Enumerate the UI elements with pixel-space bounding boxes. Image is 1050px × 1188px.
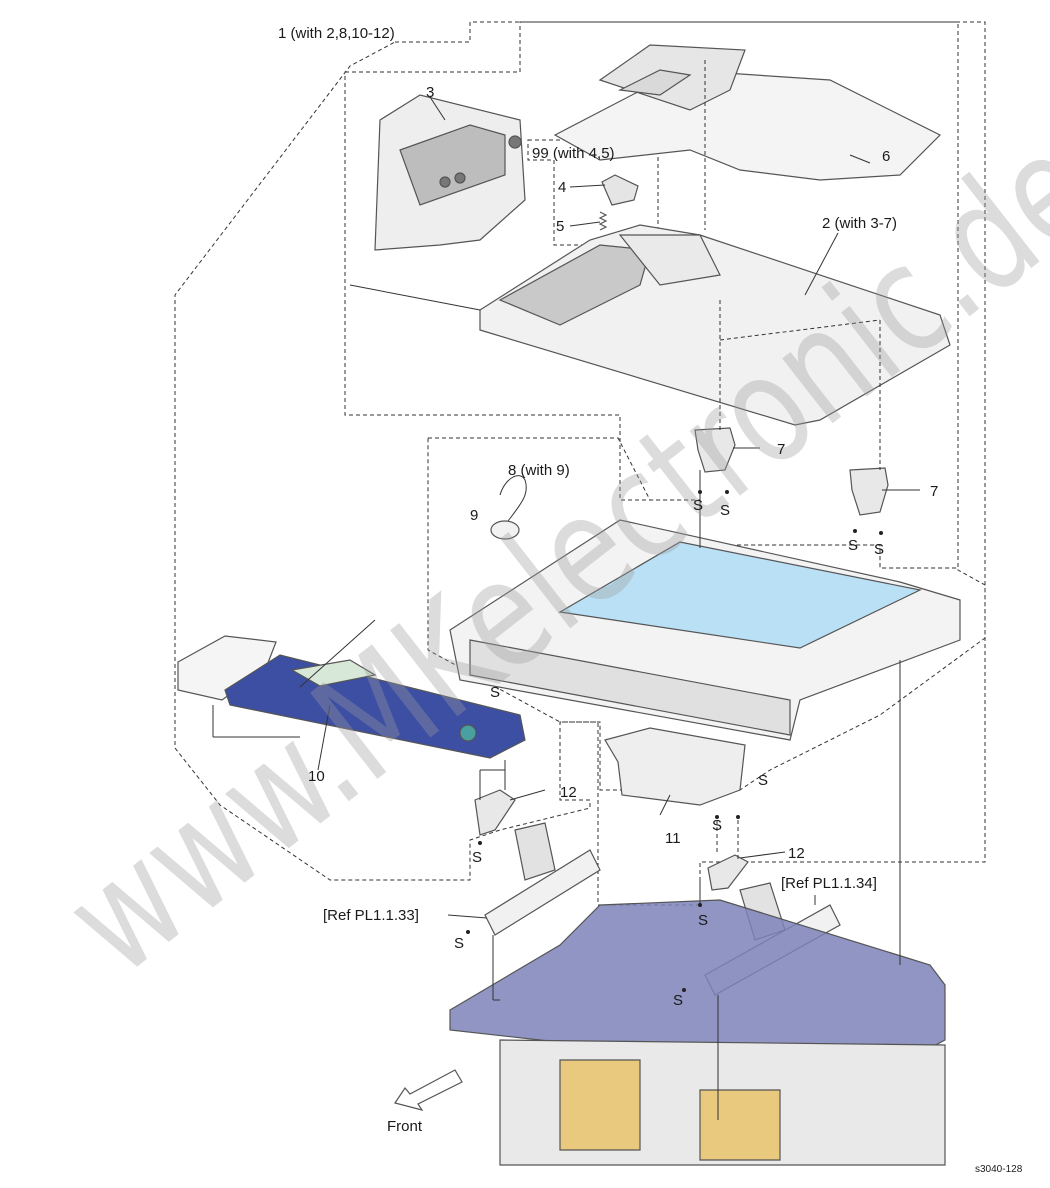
scanner-assembly-part-8 — [449, 519, 961, 741]
label-part-7a: 7 — [777, 441, 785, 458]
screw-dots — [466, 490, 883, 992]
label-front: Front — [387, 1118, 423, 1135]
screw-label: S — [693, 497, 703, 514]
cover-part-11 — [604, 727, 746, 806]
screw-label: S — [472, 849, 482, 866]
figure-id: s3040-128 — [975, 1164, 1023, 1175]
label-part-10: 10 — [308, 768, 325, 785]
label-part-8: 8 (with 9) — [508, 462, 570, 479]
label-part-3: 3 — [426, 84, 434, 101]
screw-label: S — [712, 817, 722, 834]
screw-label: S — [698, 912, 708, 929]
screw-label: S — [454, 935, 464, 952]
label-part-5: 5 — [556, 218, 564, 235]
bracket-part-12-right — [707, 854, 749, 891]
label-part-2: 2 (with 3-7) — [822, 215, 897, 232]
hinge-part-7-left — [694, 427, 736, 473]
label-part-6: 6 — [882, 148, 890, 165]
latch-part-4 — [601, 174, 639, 206]
label-part-9: 9 — [470, 507, 478, 524]
label-ref-34: [Ref PL1.1.34] — [781, 875, 877, 892]
label-part-12a: 12 — [560, 784, 577, 801]
label-part-11: 11 — [665, 830, 681, 847]
screw-label: S — [490, 684, 500, 701]
front-arrow-icon — [394, 1069, 463, 1111]
assembly-1-region — [174, 21, 986, 906]
hinge-rail-ref-33 — [484, 822, 601, 936]
adf-assembly-part-2 — [479, 224, 951, 426]
leader-lines — [212, 60, 920, 1120]
printer-body — [449, 899, 946, 1166]
sensor-cable-part-9 — [490, 475, 527, 540]
control-panel-part-10 — [177, 635, 526, 759]
label-part-7b: 7 — [930, 483, 938, 500]
label-ref-33: [Ref PL1.1.33] — [323, 907, 419, 924]
screw-label: S — [720, 502, 730, 519]
document-tray-part-6 — [553, 44, 942, 181]
spring-part-5 — [598, 211, 608, 231]
hinge-part-7-right — [849, 467, 889, 516]
screw-label: S — [673, 992, 683, 1009]
label-part-4: 4 — [558, 179, 566, 196]
label-part-12b: 12 — [788, 845, 805, 862]
label-part-1: 1 (with 2,8,10-12) — [278, 25, 395, 42]
screw-label: S — [758, 772, 768, 789]
label-part-99: 99 (with 4,5) — [532, 145, 615, 162]
screw-label: S — [874, 541, 884, 558]
bracket-part-12-left — [474, 789, 516, 836]
screw-label: S — [848, 537, 858, 554]
adf-cover-part-3 — [374, 94, 526, 251]
